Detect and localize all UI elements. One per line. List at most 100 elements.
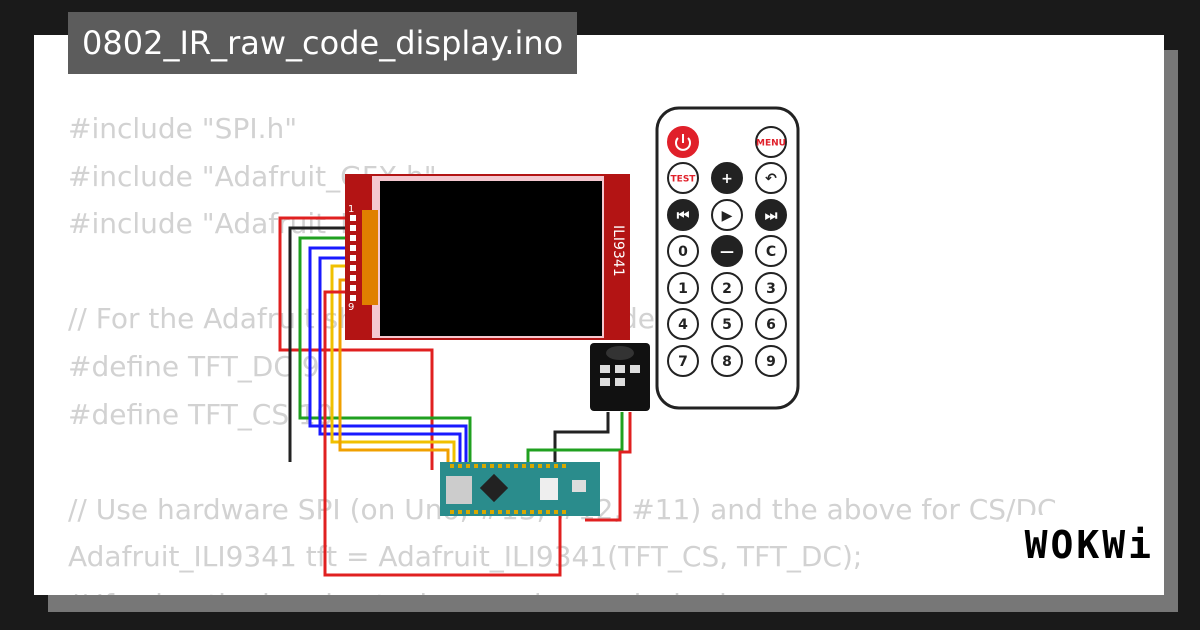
wire-orange (338, 278, 450, 462)
ir-component (615, 378, 625, 386)
remote-button-face (711, 235, 743, 267)
wires (278, 216, 632, 577)
nano-pin-row-bottom (450, 510, 566, 514)
remote-button-button-3[interactable]: 3 (755, 272, 787, 304)
remote-button-label: 6 (766, 317, 776, 333)
remote-button-play-icon[interactable]: ▶ (711, 199, 743, 231)
display-screen (380, 181, 602, 336)
remote-button-face (711, 345, 743, 377)
remote-button-button-9[interactable]: 9 (755, 345, 787, 377)
ir-component (615, 365, 625, 373)
remote-button-back-arrow-icon[interactable]: ↶ (755, 162, 787, 194)
remote-button-face (711, 272, 743, 304)
remote-button-label: 3 (766, 281, 776, 297)
wire-red-2 (323, 290, 562, 577)
remote-button-next-icon[interactable]: ⏭ (755, 199, 787, 231)
wire-ir-gnd (553, 412, 610, 462)
code-line: Adafruit_ILI9341 tft = Adafruit_ILI9341(… (68, 540, 863, 574)
wire-ir-vcc (585, 412, 632, 522)
remote-button-button-6[interactable]: 6 (755, 308, 787, 340)
tft-display[interactable]: 1 9 ILI9341 (345, 174, 630, 340)
wire-red (278, 216, 434, 470)
pin-label-first: 1 (348, 204, 354, 215)
remote-button-button-0[interactable]: 0 (667, 235, 699, 267)
remote-button-button-test[interactable]: TEST (667, 162, 699, 194)
wire-blue-dc (308, 246, 468, 462)
remote-button-label: 0 (678, 244, 688, 260)
remote-button-previous-icon[interactable]: ⏮ (667, 199, 699, 231)
remote-button-power-icon[interactable] (667, 126, 699, 158)
remote-button-label: + (721, 171, 733, 187)
remote-button-label: 9 (766, 354, 776, 370)
project-title[interactable]: 0802_IR_raw_code_display.ino (68, 12, 578, 74)
wire-ir-signal (526, 412, 624, 462)
remote-button-button-c[interactable]: C (755, 235, 787, 267)
usb-connector (446, 476, 472, 504)
wire-yellow (330, 264, 456, 462)
nano-pin-row-top (450, 464, 566, 468)
remote-button-face (667, 272, 699, 304)
remote-button-button-[interactable]: — (711, 235, 743, 267)
remote-button-face (755, 308, 787, 340)
remote-button-label: MENU (756, 139, 786, 149)
remote-button-label: 2 (722, 281, 732, 297)
remote-button-button-2[interactable]: 2 (711, 272, 743, 304)
remote-button-face (667, 162, 699, 194)
next-icon: ⏭ (765, 208, 778, 224)
mcu-chip (479, 473, 509, 503)
remote-buttons: MENU TEST + ↶ ⏮ ▶ ⏭ 0 — C 1 2 3 4 5 6 7 8 9 (667, 126, 787, 377)
ir-component (630, 365, 640, 373)
remote-button-label: 4 (678, 317, 688, 333)
display-connector (362, 210, 378, 305)
remote-button-button-4[interactable]: 4 (667, 308, 699, 340)
remote-button-face (667, 308, 699, 340)
previous-icon: ⏮ (677, 208, 690, 224)
ir-receiver[interactable] (590, 343, 650, 411)
wire-black (288, 226, 352, 462)
remote-button-label: — (720, 244, 734, 260)
remote-button-button-5[interactable]: 5 (711, 308, 743, 340)
remote-button-button-[interactable]: + (711, 162, 743, 194)
ir-remote[interactable]: MENU TEST + ↶ ⏮ ▶ ⏭ 0 — C 1 2 3 4 5 6 7 8 9 (655, 106, 800, 410)
remote-button-face (755, 345, 787, 377)
remote-button-label: C (766, 244, 776, 260)
remote-button-face (667, 199, 699, 231)
play-icon: ▶ (722, 208, 733, 224)
code-line: #define TFT_DC 9 (68, 349, 320, 383)
display-pins (350, 215, 356, 301)
remote-button-face (755, 272, 787, 304)
code-line: #define TFT_CS 10 (68, 397, 334, 431)
remote-button-label: TEST (671, 175, 697, 185)
remote-button-label: 1 (678, 281, 688, 297)
remote-button-button-8[interactable]: 8 (711, 345, 743, 377)
reset-button (572, 480, 586, 492)
code-line: #include "SPI.h" (68, 112, 298, 145)
nano-component (540, 478, 558, 500)
remote-button-face (667, 345, 699, 377)
remote-button-label: 5 (722, 317, 732, 333)
remote-button-label: 8 (722, 354, 732, 370)
remote-button-label: 7 (678, 354, 688, 370)
remote-button-face (755, 126, 787, 158)
wire-blue (318, 256, 462, 462)
wire-green (298, 236, 472, 462)
ir-sensor-dome (606, 346, 634, 360)
back-arrow-icon: ↶ (765, 171, 777, 187)
remote-button-face (755, 199, 787, 231)
arduino-nano[interactable] (440, 462, 600, 516)
remote-button-button-7[interactable]: 7 (667, 345, 699, 377)
display-model-label: ILI9341 (610, 225, 626, 277)
code-line: // If using the breakout, change pins as… (68, 581, 1057, 595)
ir-component (600, 378, 610, 386)
remote-button-face (755, 162, 787, 194)
ir-receiver-board (590, 343, 650, 411)
remote-button-button-menu[interactable]: MENU (755, 126, 787, 158)
remote-button-face (711, 162, 743, 194)
remote-button-face (667, 235, 699, 267)
ir-component (600, 365, 610, 373)
pin-label-last: 9 (348, 302, 354, 313)
remote-button-face (755, 235, 787, 267)
remote-button-button-1[interactable]: 1 (667, 272, 699, 304)
power-icon (675, 134, 691, 151)
